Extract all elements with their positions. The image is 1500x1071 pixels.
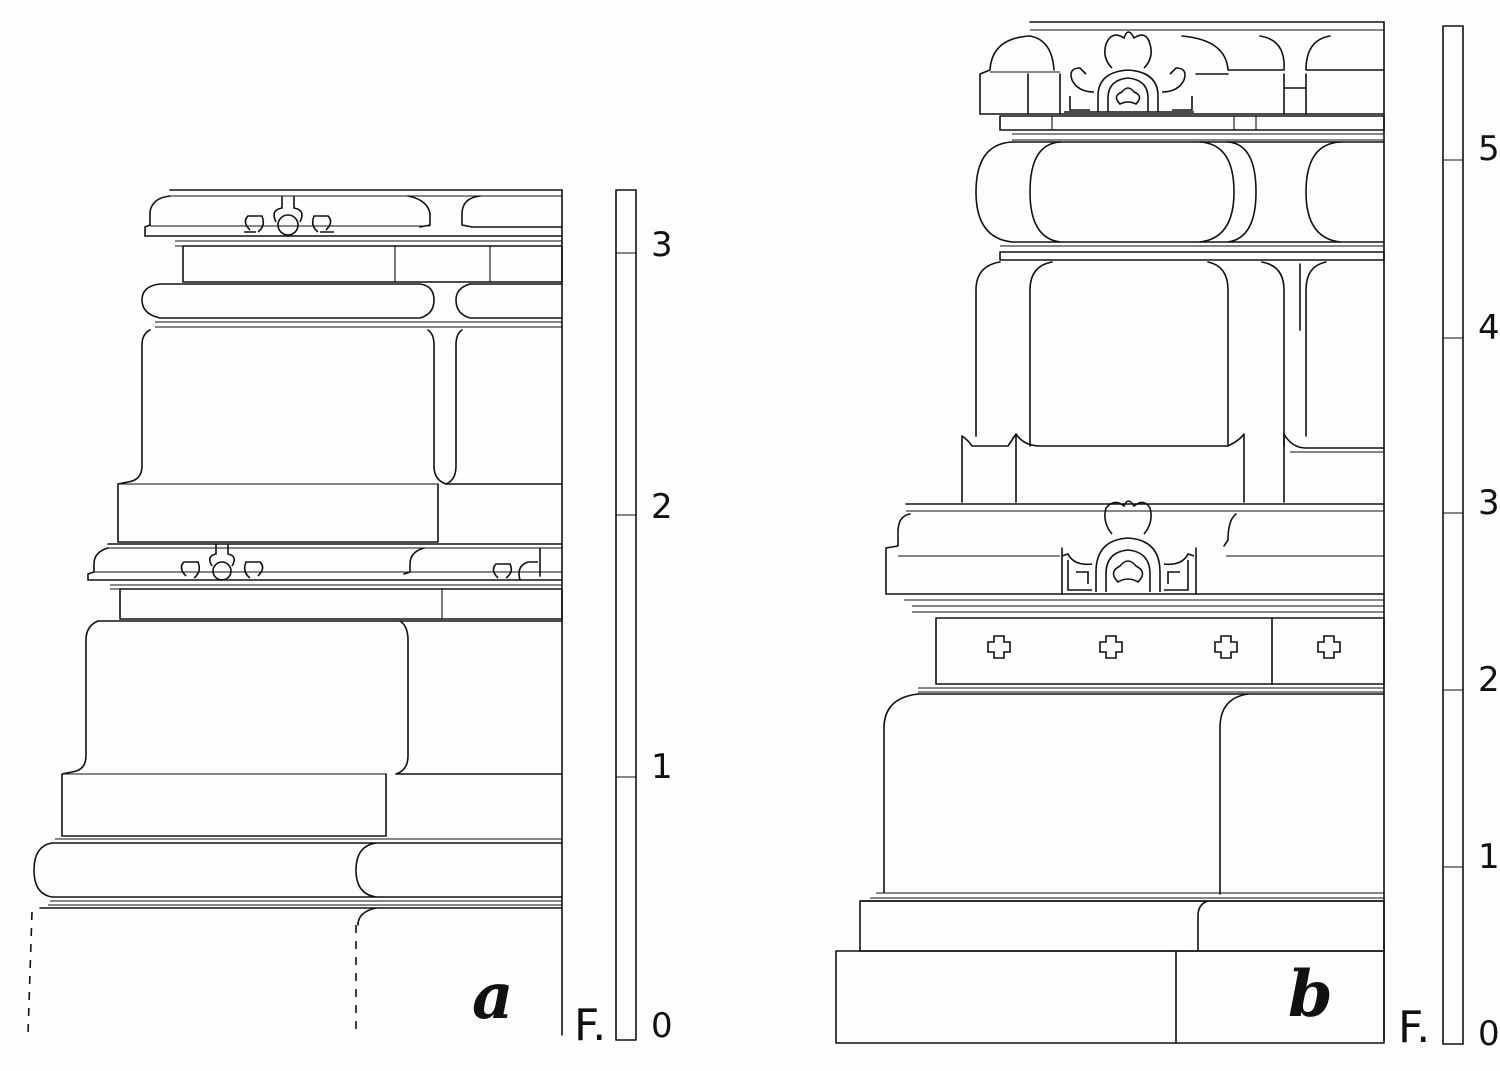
panel-a-top-cornice (144, 189, 563, 247)
panel-b-top-cornice (979, 21, 1385, 141)
panel-b-tick-3: 3 (1478, 483, 1500, 523)
panel-a-scale-bar: 0 1 2 3 F. (574, 189, 673, 1051)
rosette-icon (1099, 635, 1123, 659)
panel-a-tick-1: 1 (651, 747, 673, 787)
ornament-icon (1061, 500, 1195, 592)
panel-b-middle-cornice (885, 503, 1385, 613)
panel-a-column-base (27, 189, 563, 1036)
rosette-icon (1214, 635, 1238, 659)
panel-b-scale-bar: 0 1 2 3 4 5 F. (1398, 25, 1500, 1054)
panel-b-lower-die (870, 693, 1385, 899)
panel-b-letter: b (1288, 957, 1333, 1032)
panel-b-tick-5: 5 (1478, 129, 1500, 169)
ornament-icon (492, 561, 538, 581)
panel-b-tick-0: 0 (1478, 1014, 1500, 1054)
panel-b-unit-label: F. (1398, 1002, 1430, 1053)
panel-b-plinth (835, 900, 1385, 1044)
ornament-icon (1064, 31, 1194, 113)
panel-b-tick-2: 2 (1478, 660, 1500, 700)
panel-a-tick-2: 2 (651, 487, 673, 527)
panel-b-tick-1: 1 (1478, 837, 1500, 877)
rosette-icon (1317, 635, 1341, 659)
panel-b-upper-torus (975, 141, 1385, 261)
panel-a-upper-torus (141, 283, 563, 328)
panel-a-letter: a (472, 959, 513, 1034)
panel-b-upper-die (961, 261, 1385, 503)
panel-b-tick-4: 4 (1478, 308, 1500, 348)
rosette-icon (987, 635, 1011, 659)
panel-a-lower-torus (33, 838, 563, 926)
panel-a-middle-cornice (87, 543, 563, 590)
panel-a-tick-3: 3 (651, 225, 673, 265)
panel-a-unit-label: F. (574, 1000, 606, 1051)
ornament-icon (244, 196, 334, 236)
panel-b-rosette-band (918, 617, 1385, 693)
panel-a-upper-die (117, 329, 563, 543)
panel-a-lower-die (61, 620, 563, 837)
panel-a-tick-0: 0 (651, 1006, 673, 1046)
panel-b-column-base (835, 21, 1385, 1044)
ornament-icon (180, 544, 264, 581)
